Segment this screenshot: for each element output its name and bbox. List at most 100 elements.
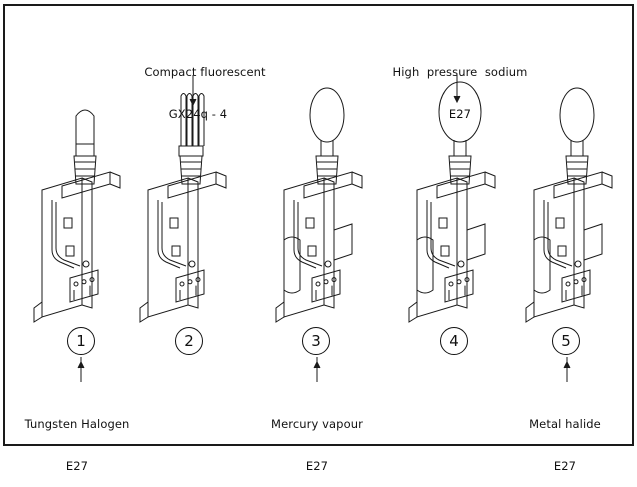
tray-1-terminal-block bbox=[69, 269, 99, 303]
tray-2-terminal-screw-3 bbox=[195, 277, 201, 283]
tray-1-lamp-tube bbox=[75, 109, 95, 157]
lamp-4-socket: E27 bbox=[448, 107, 472, 121]
lamp-4-name: High pressure sodium bbox=[392, 65, 528, 79]
tray-2-lamp-tube-4 bbox=[198, 93, 205, 146]
tray-4-lamp-bulb bbox=[438, 81, 482, 143]
lamp-1-name: Tungsten Halogen bbox=[24, 417, 130, 431]
tray-2-lamp-base bbox=[178, 145, 204, 157]
tray-4-capacitor bbox=[416, 236, 434, 294]
tray-5-bracket-edge bbox=[601, 171, 613, 189]
tray-5-terminal-screw-1 bbox=[565, 281, 571, 287]
tray-3-terminal-screw-2 bbox=[323, 279, 329, 285]
tray-3-terminal-block bbox=[311, 269, 341, 303]
lamp-4-top-label: High pressure sodium E27 bbox=[380, 37, 540, 135]
tray-5-back-plate bbox=[533, 177, 575, 318]
tray-1-component-b bbox=[65, 245, 75, 257]
tray-3-wire-1 bbox=[293, 200, 317, 269]
tray-4-ballast bbox=[466, 223, 486, 261]
lamp-5-name: Metal halide bbox=[529, 417, 601, 431]
tray-2-terminal-screw-2 bbox=[187, 279, 193, 285]
tray-4-component-a bbox=[438, 217, 448, 229]
tray-5-foot-flange bbox=[525, 301, 535, 323]
lamp-2-number: 2 bbox=[175, 327, 203, 355]
tray-2-terminal-block bbox=[175, 269, 205, 303]
lamp-3-name: Mercury vapour bbox=[271, 417, 363, 431]
tray-1-component-a bbox=[63, 217, 73, 229]
tray-2-lamp-tube-2 bbox=[186, 93, 193, 146]
tray-4-back-plate bbox=[416, 177, 458, 318]
tray-1-plate-edge bbox=[81, 177, 93, 309]
tray-2-earth-point bbox=[188, 260, 196, 268]
tray-3-lamp-bulb bbox=[309, 87, 345, 143]
lamp-2-socket: GX24q - 4 bbox=[168, 107, 228, 121]
tray-2-plate-edge bbox=[187, 177, 199, 309]
tray-3-component-a bbox=[305, 217, 315, 229]
tray-5-socket bbox=[565, 155, 589, 185]
tray-4-lamp-neck bbox=[453, 140, 467, 156]
lamp-5-socket: E27 bbox=[553, 459, 577, 473]
tray-2-component-b bbox=[171, 245, 181, 257]
lamp-2-top-label: Compact fluorescent GX24q - 4 bbox=[130, 37, 280, 135]
tray-3-back-plate bbox=[283, 177, 325, 318]
tray-1-back-plate bbox=[41, 177, 83, 318]
tray-5-lamp-neck bbox=[570, 140, 584, 156]
tray-2-lamp-tube-1 bbox=[180, 93, 187, 146]
lamp-3-bottom-label: Mercury vapour E27 bbox=[252, 389, 382, 487]
tray-1-earth-point bbox=[82, 260, 90, 268]
tray-5-component-a bbox=[555, 217, 565, 229]
tray-5-terminal-block bbox=[561, 269, 591, 303]
tray-4-terminal-screw-2 bbox=[456, 279, 462, 285]
diagram-frame bbox=[3, 4, 634, 446]
tray-2-back-plate bbox=[147, 177, 189, 318]
tray-4-foot-flange bbox=[408, 301, 418, 323]
tray-5-component-b bbox=[557, 245, 567, 257]
tray-5-terminal-screw-3 bbox=[581, 277, 587, 283]
tray-1-terminal-screw-3 bbox=[89, 277, 95, 283]
lamp-3-number: 3 bbox=[302, 327, 330, 355]
tray-1-bracket-edge bbox=[109, 171, 121, 189]
tray-3-socket bbox=[315, 155, 339, 185]
lamp-5-bottom-label: Metal halide E27 bbox=[505, 389, 625, 487]
tray-5-lamp-bulb bbox=[559, 87, 595, 143]
tray-3-foot-flange bbox=[275, 301, 285, 323]
tray-5-capacitor bbox=[533, 236, 551, 294]
tray-2-bracket-edge bbox=[215, 171, 227, 189]
tray-3-earth-point bbox=[324, 260, 332, 268]
tray-1-foot-flange bbox=[33, 301, 43, 323]
tray-4-socket bbox=[448, 155, 472, 185]
tray-3-capacitor bbox=[283, 236, 301, 294]
lamp-gear-drawing bbox=[33, 75, 613, 382]
tray-2-wire-2 bbox=[161, 202, 187, 267]
tray-4-bracket-edge bbox=[484, 171, 496, 189]
tray-4-earth-point bbox=[457, 260, 465, 268]
tray-3-component-b bbox=[307, 245, 317, 257]
lamp-1-socket: E27 bbox=[65, 459, 89, 473]
tray-4-wire-1 bbox=[426, 200, 450, 269]
tray-3-bracket-edge bbox=[351, 171, 363, 189]
tray-4-terminal-block bbox=[444, 269, 474, 303]
tray-1-wire-2 bbox=[55, 202, 81, 267]
arrow-high-pressure-sodium-head bbox=[453, 95, 461, 104]
tray-5-terminal-screw-2 bbox=[573, 279, 579, 285]
tray-5-ballast bbox=[583, 223, 603, 261]
tray-2-foot-flange bbox=[139, 301, 149, 323]
lamp-4-number: 4 bbox=[440, 327, 468, 355]
lamp-3-socket: E27 bbox=[305, 459, 329, 473]
lamp-5-number: 5 bbox=[552, 327, 580, 355]
arrow-metal-halide-head bbox=[563, 360, 571, 369]
tray-4-terminal-screw-3 bbox=[464, 277, 470, 283]
tray-4-terminal-screw-1 bbox=[448, 281, 454, 287]
tray-3-terminal-screw-3 bbox=[331, 277, 337, 283]
tray-4-component-b bbox=[440, 245, 450, 257]
lamp-1-bottom-label: Tungsten Halogen E27 bbox=[2, 389, 152, 487]
tray-3-lamp-neck bbox=[320, 140, 334, 156]
tray-1-terminal-screw-1 bbox=[73, 281, 79, 287]
tray-5-wire-1 bbox=[543, 200, 567, 269]
tray-2-wire-1 bbox=[157, 200, 181, 269]
tray-3-ballast bbox=[333, 223, 353, 261]
tray-2-terminal-screw-1 bbox=[179, 281, 185, 287]
arrow-compact-fluorescent-head bbox=[189, 98, 197, 107]
tray-5-earth-point bbox=[574, 260, 582, 268]
tray-3-terminal-screw-1 bbox=[315, 281, 321, 287]
arrow-mercury-vapour-head bbox=[313, 360, 321, 369]
